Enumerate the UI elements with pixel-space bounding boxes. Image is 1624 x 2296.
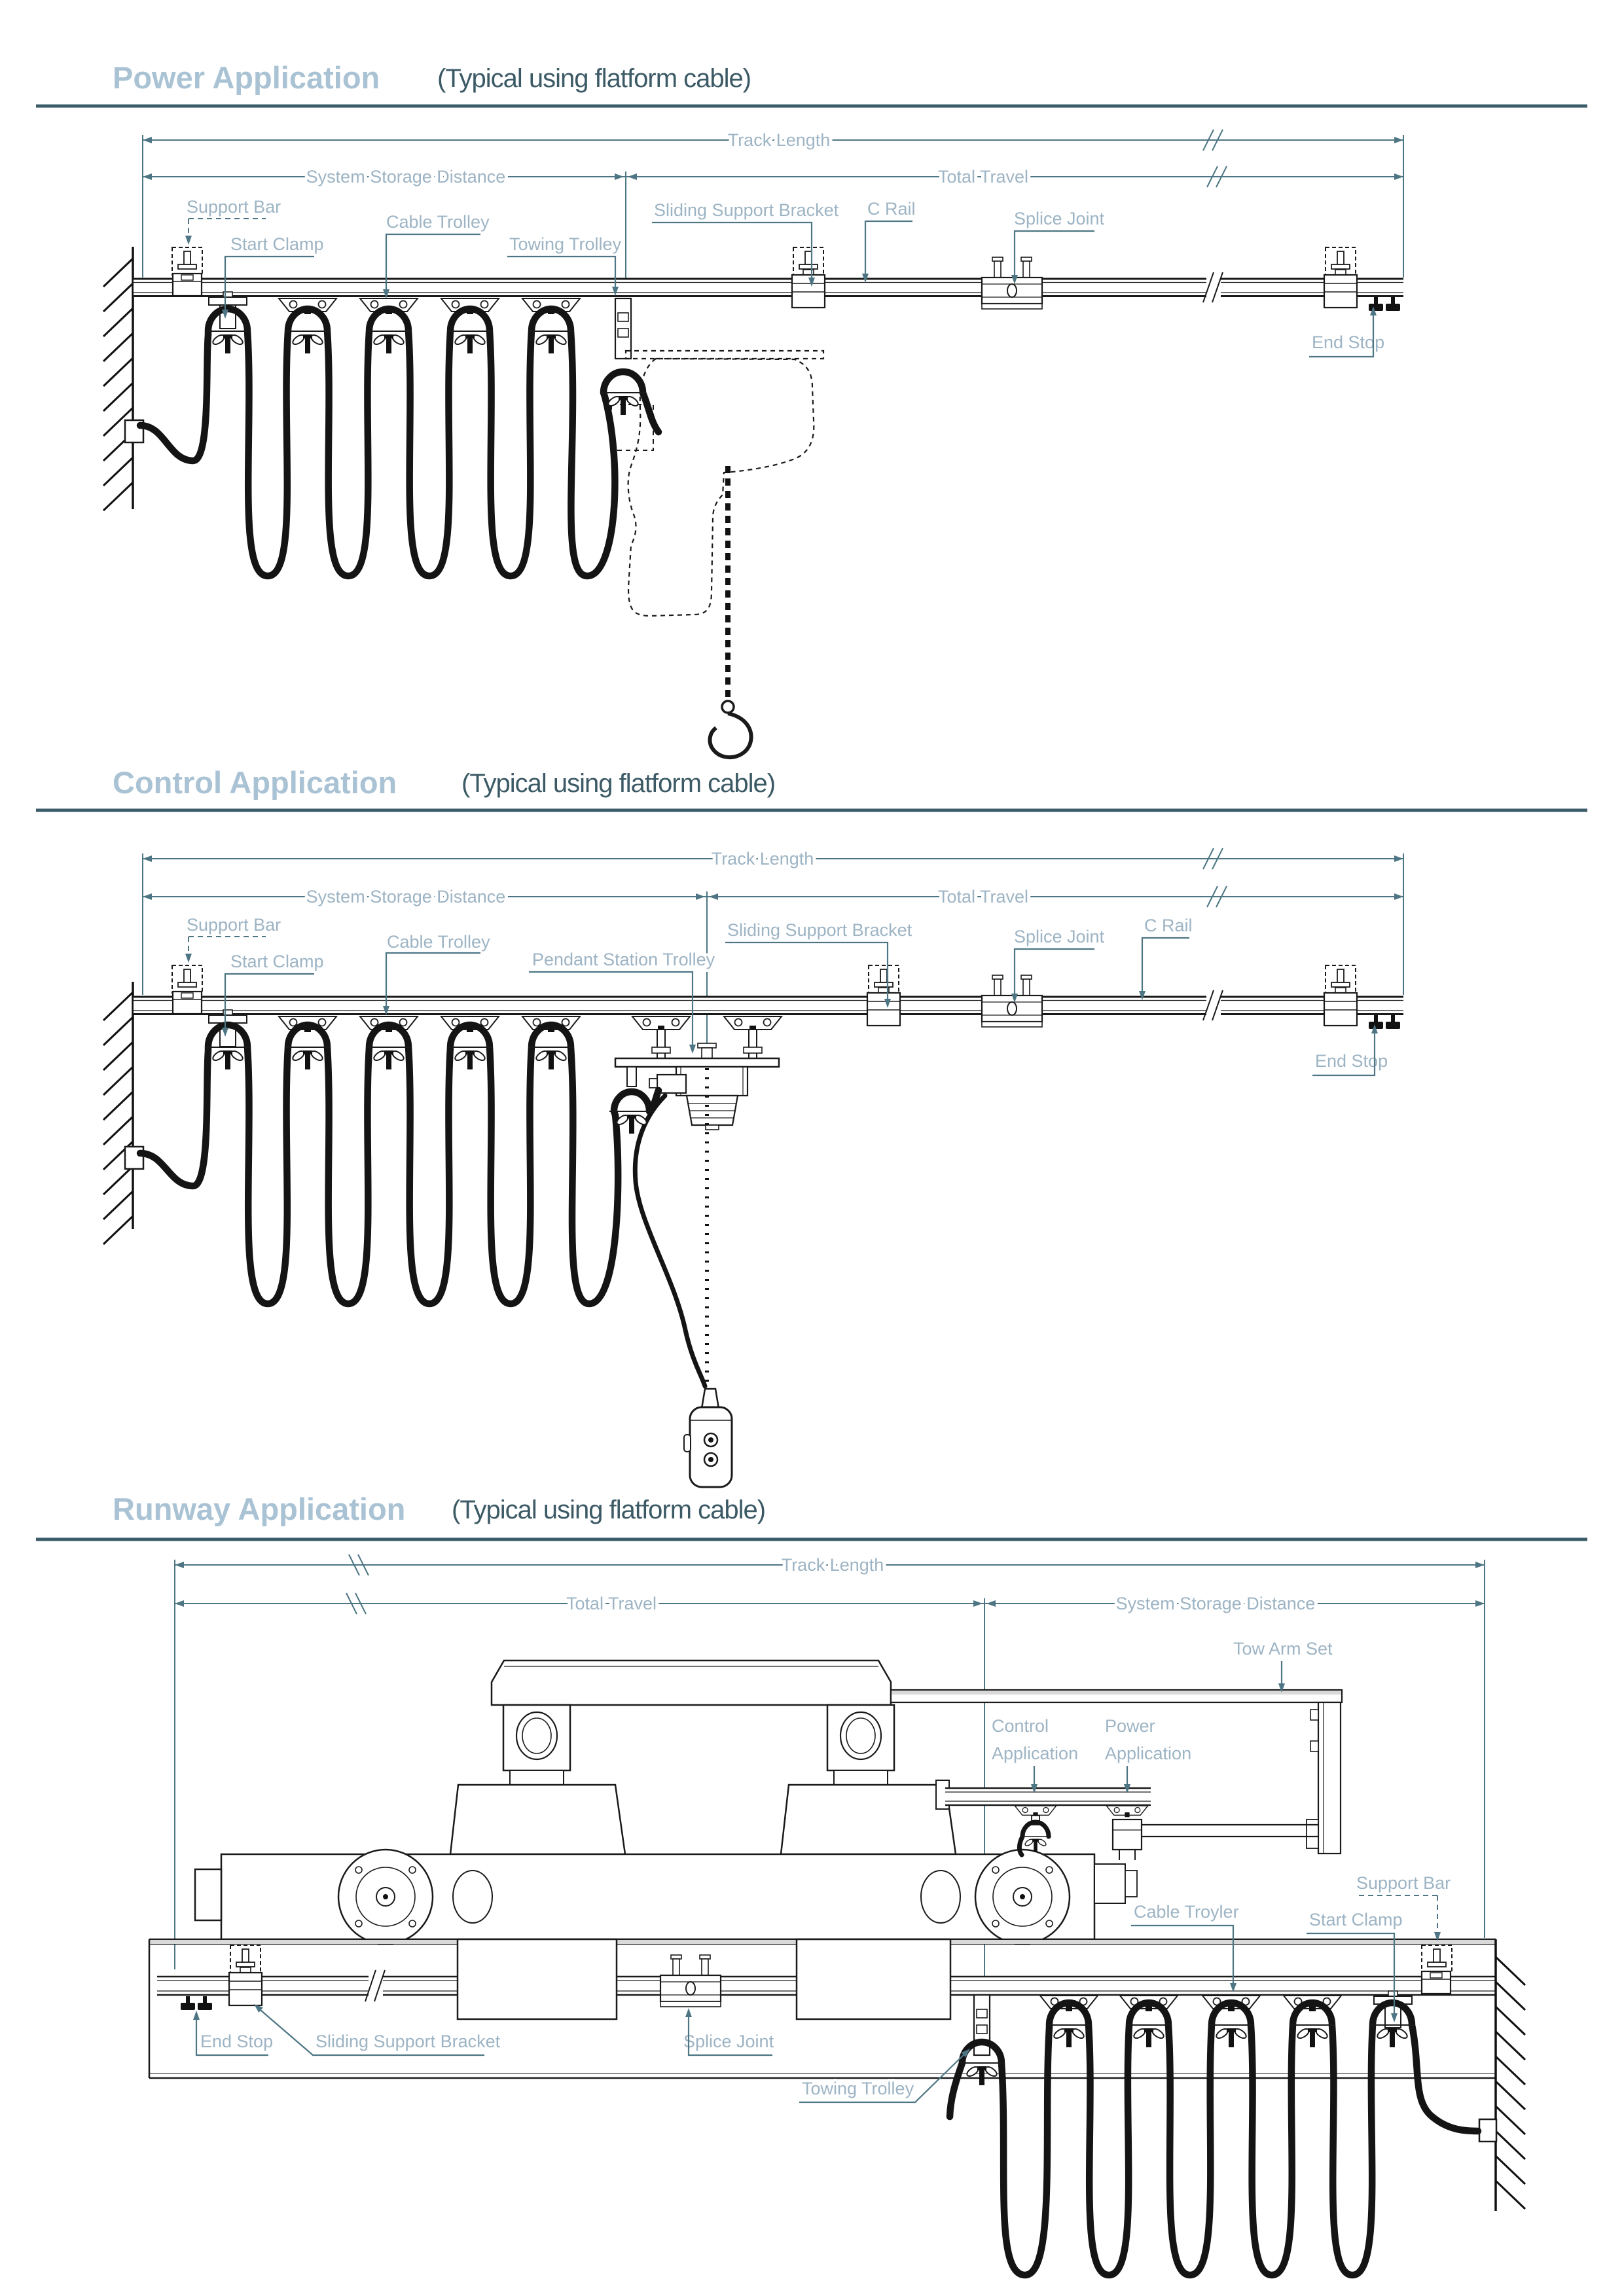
label-cable-troyler: Cable Troyler (1134, 1902, 1239, 1922)
label-start-clamp: Start Clamp (230, 952, 324, 971)
power-section-title: Power Application (113, 60, 380, 95)
wheel-flange-left (337, 1848, 434, 1945)
tow-arm-mast (1306, 1701, 1342, 1855)
label-support-bar: Support Bar (1356, 1873, 1451, 1893)
label-c-rail: C Rail (1144, 916, 1193, 935)
section-runway-application: Runway Application (Typical using flatfo… (36, 1492, 1587, 2279)
wall-outlet (1478, 2118, 1498, 2143)
label-pendant-station-trolley: Pendant Station Trolley (532, 950, 715, 969)
power-dimension-lines: Track Length System Storage Distance Tot… (142, 127, 1404, 291)
label-start-clamp: Start Clamp (1309, 1910, 1403, 1929)
label-splice-joint: Splice Joint (1014, 209, 1105, 228)
label-splice-joint: Splice Joint (683, 2032, 774, 2051)
pendant-control (683, 1388, 733, 1488)
runway-cable-clamps (959, 2024, 1415, 2086)
runway-dimension-lines: Track Length Total Travel System Storage… (174, 1552, 1485, 1993)
towing-trolley-glyph (614, 297, 632, 360)
control-cable-clamps (205, 1047, 655, 1134)
label-sliding-support-bracket: Sliding Support Bracket (316, 2032, 501, 2051)
power-c-rail (133, 272, 1403, 303)
runway-crane-machine (194, 1659, 1343, 1945)
runway-labels: Tow Arm Set Control Application Power Ap… (193, 1636, 1454, 2104)
label-end-stop: End Stop (1315, 1051, 1388, 1071)
label-cable-trolley: Cable Trolley (386, 212, 490, 232)
label-towing-trolley: Towing Trolley (509, 234, 622, 254)
power-festoon-cable (136, 305, 662, 580)
control-track-length-dim: Track Length (712, 849, 814, 869)
label-control-application-1: Control (992, 1716, 1049, 1736)
label-sliding-support-bracket: Sliding Support Bracket (727, 920, 912, 940)
pendant-cord (632, 1093, 708, 1389)
hoist-hook (708, 700, 753, 759)
sliding-support-bracket-glyph (228, 1966, 263, 2007)
label-tow-arm-set: Tow Arm Set (1233, 1639, 1333, 1659)
power-section-subtitle: (Typical using flatform cable) (437, 64, 751, 93)
power-cable-clamps (205, 331, 646, 416)
runway-system-storage-dim: System Storage Distance (1116, 1594, 1316, 1613)
towing-cable-tail (946, 2059, 966, 2121)
section-control-application: Control Application (Typical using flatf… (36, 765, 1587, 1488)
label-support-bar: Support Bar (187, 197, 281, 217)
control-c-rail (133, 990, 1403, 1021)
label-support-bar: Support Bar (187, 915, 281, 935)
label-towing-trolley: Towing Trolley (802, 2079, 914, 2098)
power-application-glyph (1111, 1818, 1318, 1860)
runway-total-travel-dim: Total Travel (566, 1594, 657, 1613)
runway-track-length-dim: Track Length (782, 1555, 884, 1575)
pendant-station-assembly (614, 1029, 780, 1488)
power-total-travel-dim: Total Travel (938, 167, 1028, 187)
control-section-title: Control Application (113, 765, 397, 800)
splice-joint-glyph (659, 1954, 722, 2008)
runway-section-subtitle: (Typical using flatform cable) (452, 1496, 765, 1524)
section-power-application: Power Application (Typical using flatfor… (36, 60, 1587, 759)
runway-side-plates (456, 1938, 952, 2020)
label-end-stop: End Stop (1312, 332, 1384, 352)
label-c-rail: C Rail (867, 199, 916, 219)
sliding-support-bracket-glyph (791, 268, 826, 309)
splice-joint-glyph (981, 974, 1043, 1028)
sliding-support-bracket-glyph (866, 986, 901, 1027)
wheel-flange-right (974, 1848, 1071, 1945)
label-sliding-support-bracket: Sliding Support Bracket (654, 200, 839, 220)
end-stop-glyph (1369, 1015, 1400, 1029)
power-track-length-dim: Track Length (728, 130, 831, 150)
splice-joint-glyph (981, 256, 1043, 310)
control-wall (102, 982, 145, 1246)
runway-wall (1478, 1939, 1526, 2211)
power-labels: Support Bar Start Clamp Cable Trolley To… (184, 194, 1388, 358)
control-system-storage-dim: System Storage Distance (306, 887, 506, 906)
control-application-glyph (1017, 1815, 1052, 1857)
label-end-stop: End Stop (200, 2032, 273, 2051)
label-power-application-2: Application (1105, 1744, 1191, 1763)
label-cable-trolley: Cable Trolley (387, 932, 490, 952)
support-bar-glyph (171, 247, 203, 276)
runway-section-title: Runway Application (113, 1492, 405, 1526)
runway-festoon-rail-section (935, 1780, 1318, 1860)
power-rail-hardware (171, 247, 1400, 393)
control-labels: Support Bar Start Clamp Cable Trolley Pe… (184, 912, 1391, 1077)
control-dimension-lines: Track Length System Storage Distance Tot… (142, 846, 1404, 1052)
label-start-clamp: Start Clamp (230, 234, 324, 254)
control-festoon-cable (136, 1021, 662, 1308)
label-power-application-1: Power (1105, 1716, 1155, 1736)
end-stop-glyph (181, 1996, 212, 2010)
runway-festoon-cable (958, 1999, 1482, 2279)
control-section-subtitle: (Typical using flatform cable) (461, 769, 775, 798)
control-total-travel-dim: Total Travel (938, 887, 1028, 906)
power-hoist-outline (611, 350, 825, 759)
label-splice-joint: Splice Joint (1014, 927, 1105, 946)
power-system-storage-dim: System Storage Distance (306, 167, 506, 187)
label-control-application-2: Application (992, 1744, 1078, 1763)
wall-outlet (124, 1145, 145, 1170)
